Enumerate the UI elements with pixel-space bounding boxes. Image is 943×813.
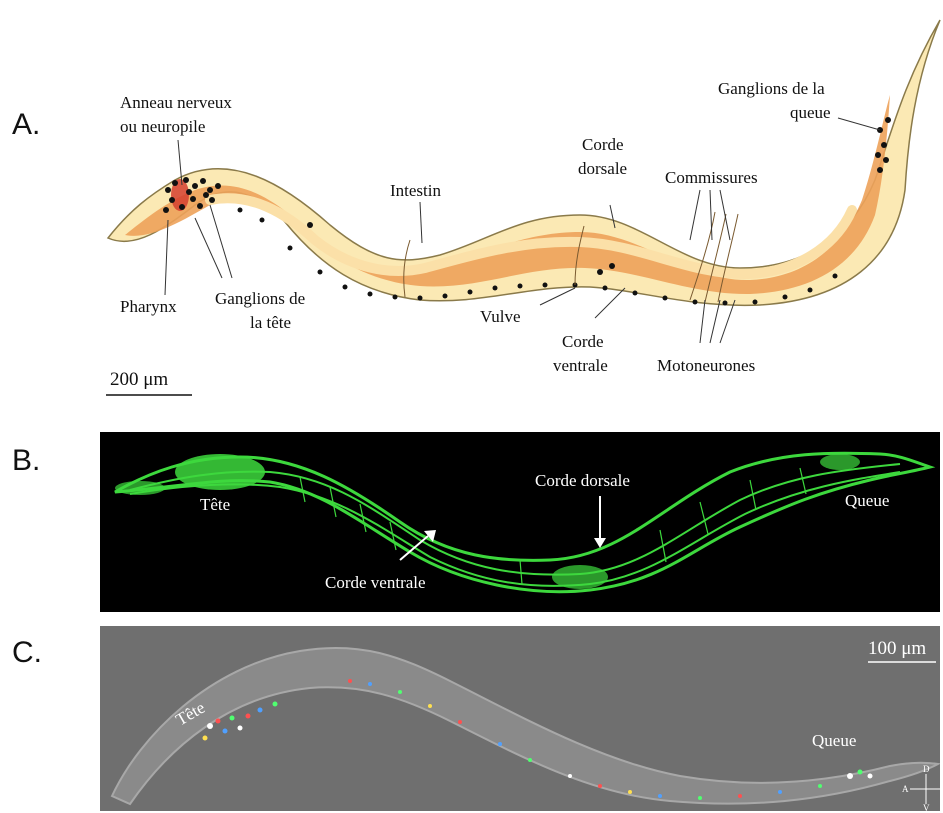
label-b-corde-dorsale: Corde dorsale [535,471,630,490]
scale-bar-a-label: 200 μm [110,369,168,390]
label-intestin: Intestin [390,181,441,200]
panel-a-diagram: Anneau nerveux ou neuropile Pharynx Gang… [0,0,943,425]
panel-c-letter: C. [12,636,42,670]
panel-b-letter: B. [12,444,40,478]
label-anneau-2: ou neuropile [120,117,205,136]
label-corde-dorsale-1: Corde [582,135,624,154]
label-pharynx: Pharynx [120,297,177,316]
nose-glow [115,481,165,495]
label-corde-ventrale-2: ventrale [553,356,608,375]
label-ganglions-queue-1: Ganglions de la [718,79,825,98]
label-b-tete: Tête [200,495,230,514]
tail-glow [820,454,860,470]
label-ganglions-tete-1: Ganglions de [215,289,305,308]
label-corde-ventrale-1: Corde [562,332,604,351]
panel-b-image: Tête Corde dorsale Corde ventrale Queue [100,432,940,612]
axis-v: V [923,803,930,811]
panel-c-image: Tête Queue 100 μm D V A [100,626,940,811]
label-vulve: Vulve [480,307,521,326]
axis-d: D [923,764,930,774]
label-commissures: Commissures [665,168,758,187]
label-ganglions-queue-2: queue [790,103,831,122]
label-b-corde-ventrale: Corde ventrale [325,573,426,592]
mid-glow [552,565,608,589]
label-b-queue: Queue [845,491,889,510]
label-anneau-1: Anneau nerveux [120,93,232,112]
label-motoneurones: Motoneurones [657,356,755,375]
axis-a: A [902,784,909,794]
head-glow [175,454,265,490]
label-ganglions-tete-2: la tête [250,313,291,332]
label-corde-dorsale-2: dorsale [578,159,627,178]
label-c-queue: Queue [812,731,856,750]
scale-bar-c-label: 100 μm [868,638,926,659]
